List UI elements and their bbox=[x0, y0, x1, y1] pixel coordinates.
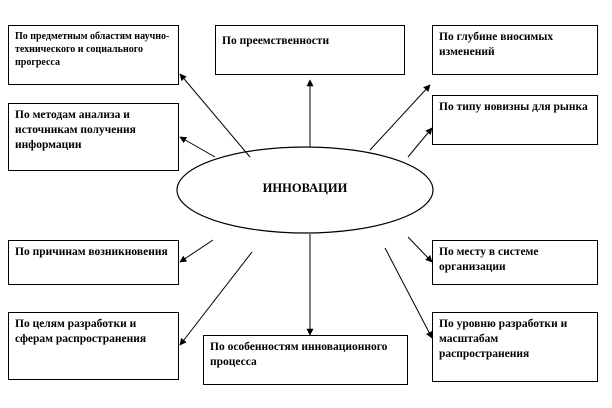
arrow-market-novelty bbox=[407, 127, 433, 158]
box-org-place: По месту в системе организации bbox=[432, 240, 598, 285]
arrow-subject-areas bbox=[179, 73, 251, 158]
arrow-scale bbox=[384, 247, 433, 339]
arrow-causes bbox=[179, 239, 214, 263]
center-label: ИННОВАЦИИ bbox=[262, 181, 348, 195]
box-goals: По целям разработки и сферам распростран… bbox=[8, 312, 179, 380]
box-process-features: По особенностям инновационного процесса bbox=[203, 335, 408, 385]
box-market-novelty: По типу новизны для рынка bbox=[432, 95, 598, 145]
box-scale: По уровню разработки и масштабам распрос… bbox=[432, 312, 598, 382]
box-analysis-methods: По методам анализа и источникам получени… bbox=[8, 103, 179, 171]
arrow-goals bbox=[179, 251, 253, 346]
box-subject-areas: По предметным областям научно-техническо… bbox=[8, 25, 179, 85]
arrow-depth bbox=[369, 84, 431, 151]
arrow-org-place bbox=[407, 236, 433, 263]
arrow-analysis-methods bbox=[179, 136, 216, 158]
box-succession: По преемственности bbox=[215, 25, 405, 75]
center-ellipse bbox=[176, 146, 434, 234]
box-causes: По причинам возникновения bbox=[8, 240, 179, 285]
box-depth: По глубине вносимых изменений bbox=[432, 25, 598, 75]
